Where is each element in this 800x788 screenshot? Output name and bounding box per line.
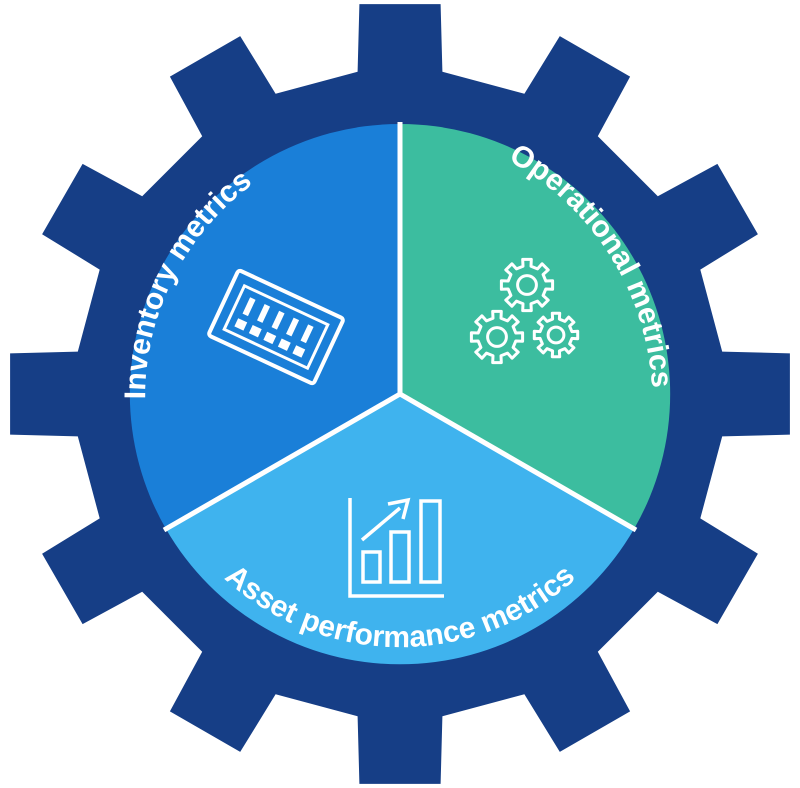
bar-chart-growth-icon xyxy=(348,497,444,598)
small-gear-icon xyxy=(469,309,525,365)
small-gear-icon xyxy=(499,257,555,313)
segment-dividers xyxy=(162,122,638,533)
segment-operational xyxy=(400,123,671,530)
gears-icon xyxy=(469,257,580,365)
keyboard-panel-icon xyxy=(207,268,345,386)
small-gear-icon xyxy=(532,311,580,359)
segment-inventory xyxy=(129,123,400,530)
